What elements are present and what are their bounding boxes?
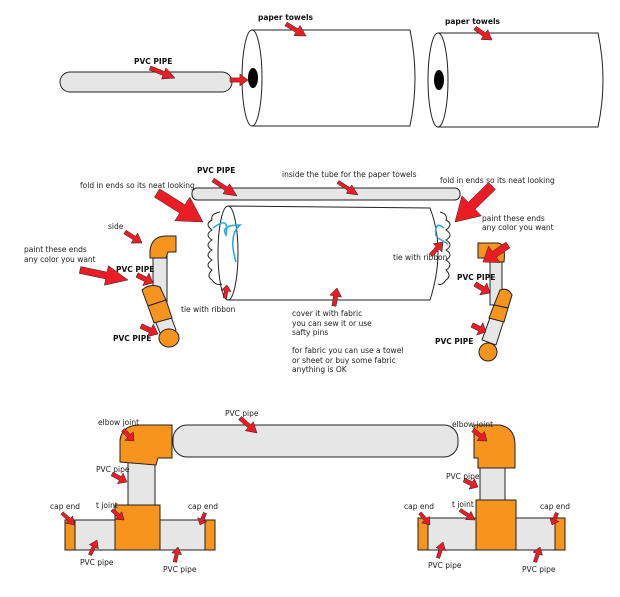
red-arrow-icon — [471, 427, 488, 442]
label-pvc-pipe: PVC PIPE — [197, 166, 235, 175]
label-paint-ends: any color you want — [24, 255, 96, 264]
label-cap-end: cap end — [50, 502, 80, 511]
red-arrow-icon — [211, 177, 238, 197]
ribbon-right — [434, 224, 449, 245]
red-arrow-icon — [110, 471, 128, 485]
label-cap-end: cap end — [188, 502, 218, 511]
label-cover-fabric: cover it with fabric — [292, 309, 362, 318]
folded-fabric-left — [207, 211, 223, 285]
red-arrow-icon — [78, 265, 129, 286]
red-arrow-icon — [462, 477, 479, 490]
red-arrow-icon — [123, 229, 143, 244]
label-pvc-pipe: PVC pipe — [96, 465, 130, 474]
red-arrow-icon — [229, 73, 249, 87]
red-arrow-icon — [470, 321, 487, 336]
label-cap-end: cap end — [404, 502, 434, 511]
label-paint-ends: paint these ends — [482, 214, 545, 223]
red-arrow-icon — [549, 511, 560, 526]
label-pvc-pipe: PVC pipe — [80, 558, 114, 567]
red-arrow-icon — [336, 180, 359, 196]
red-arrow-icon — [482, 241, 511, 263]
label-paper-towels: paper towels — [258, 13, 314, 22]
pvc-pipe — [59, 71, 233, 93]
label-t-joint: t joint — [96, 501, 118, 510]
red-arrow-icon — [139, 323, 159, 338]
red-arrow-icon — [171, 546, 182, 563]
ribbon-left — [212, 222, 243, 263]
label-paint-ends: paint these ends — [24, 245, 87, 254]
side-end-piece-left — [141, 235, 180, 348]
label-cover-fabric: safty pins — [292, 328, 328, 337]
label-elbow-joint: elbow joint — [98, 418, 139, 427]
label-pvc-pipe: PVC PIPE — [113, 334, 151, 343]
red-arrow-icon — [197, 511, 208, 526]
red-arrow-icon — [121, 428, 135, 442]
red-arrow-icon — [458, 508, 476, 521]
label-fabric-options: for fabric you can use a towel — [292, 346, 403, 355]
red-arrow-icon — [148, 65, 176, 80]
label-fabric-options: or sheet or buy some fabric — [292, 356, 396, 365]
label-side: side — [108, 222, 124, 231]
roll-core-hole — [434, 70, 444, 90]
label-pvc-pipe: PVC PIPE — [116, 265, 154, 274]
red-arrow-icon — [418, 511, 431, 526]
label-elbow-joint: elbow joint — [452, 420, 493, 429]
pvc-pipe-inside-tube — [191, 187, 461, 201]
label-inside-tube: inside the tube for the paper towels — [282, 170, 417, 179]
pvc-pipe-horizontal — [172, 424, 459, 458]
paper-towel-roll-1 — [241, 29, 416, 127]
label-fabric-options: anything is OK — [292, 365, 348, 374]
red-arrow-icon — [329, 287, 343, 307]
label-pvc-pipe: PVC PIPE — [457, 273, 495, 282]
red-arrow-icon — [238, 416, 258, 434]
red-arrow-icon — [284, 21, 307, 37]
label-pvc-pipe: PVC pipe — [428, 561, 462, 570]
red-arrow-icon — [473, 25, 493, 41]
red-arrow-icon — [110, 508, 125, 521]
red-arrow-icon — [429, 241, 444, 257]
label-tie-ribbon: tie with ribbon — [181, 305, 236, 314]
fabric-covered-roll — [207, 205, 451, 301]
red-arrow-icon — [154, 188, 204, 223]
red-arrow-icon — [435, 541, 446, 559]
red-arrow-icon — [220, 284, 232, 299]
label-tie-ribbon: tie with ribbon — [393, 253, 448, 262]
label-fold-ends: fold in ends so its neat looking — [80, 181, 195, 190]
label-t-joint: t joint — [452, 500, 474, 509]
roll-core-hole — [248, 68, 258, 88]
red-arrow-icon — [60, 511, 76, 526]
label-pvc-pipe: PVC pipe — [163, 565, 197, 574]
red-arrow-icon — [88, 539, 99, 557]
label-pvc-pipe: PVC PIPE — [435, 337, 473, 346]
label-pvc-pipe: PVC pipe — [225, 409, 259, 418]
red-arrow-icon — [454, 182, 496, 223]
label-cover-fabric: you can sew it or use — [292, 319, 372, 328]
label-pvc-pipe: PVC pipe — [522, 565, 556, 574]
paper-towel-roll-2 — [427, 32, 604, 128]
red-arrow-icon — [135, 272, 154, 287]
folded-fabric-right — [437, 211, 451, 285]
red-arrow-icon — [532, 546, 543, 563]
label-pvc-pipe: PVC pipe — [446, 472, 480, 481]
pointer-arrows — [60, 21, 560, 563]
label-cap-end: cap end — [540, 502, 570, 511]
red-arrow-icon — [473, 281, 491, 296]
label-pvc-pipe: PVC PIPE — [134, 57, 172, 66]
label-paint-ends: any color you want — [482, 223, 554, 232]
label-fold-ends: fold in ends so its neat looking — [440, 176, 555, 185]
label-paper-towels: paper towels — [445, 17, 501, 26]
